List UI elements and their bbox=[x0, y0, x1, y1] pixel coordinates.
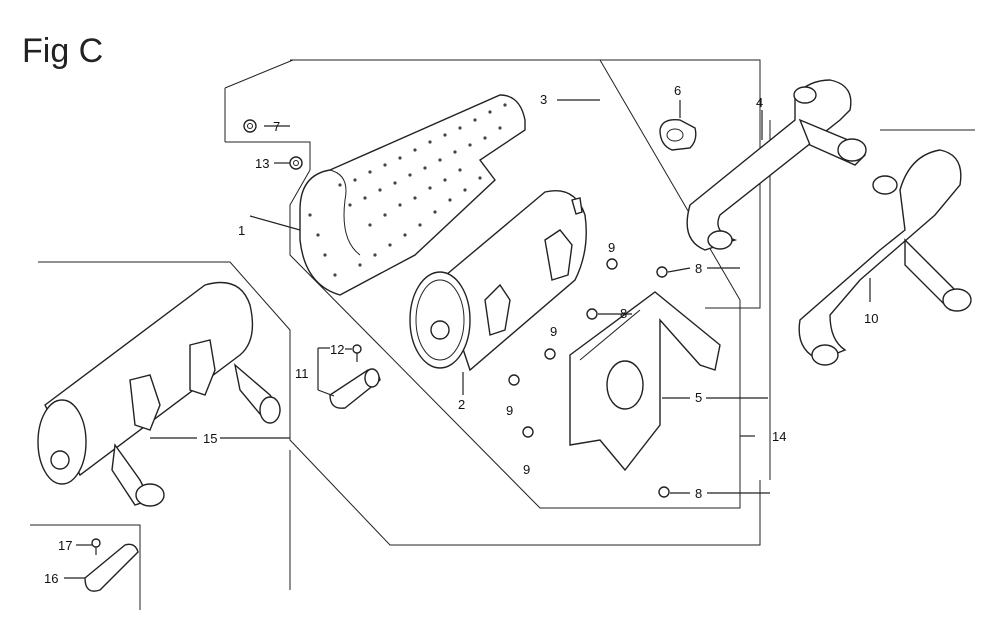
callout-9-a: 9 bbox=[608, 240, 615, 255]
callout-13: 13 bbox=[255, 156, 269, 171]
callout-15: 15 bbox=[203, 431, 217, 446]
callout-4: 4 bbox=[756, 95, 763, 110]
callout-16: 16 bbox=[44, 571, 58, 586]
muffler-part-15 bbox=[37, 281, 281, 507]
callout-2: 2 bbox=[458, 397, 465, 412]
clamp-part-6 bbox=[659, 119, 697, 151]
spark-arrester-part-11 bbox=[329, 368, 381, 409]
heat-shield-part-3 bbox=[299, 94, 526, 296]
callout-9-b: 9 bbox=[550, 324, 557, 339]
callout-9-d: 9 bbox=[523, 462, 530, 477]
callout-8-bottom: 8 bbox=[695, 486, 702, 501]
leader-lines bbox=[64, 99, 871, 579]
callout-6: 6 bbox=[674, 83, 681, 98]
screw-part-12 bbox=[352, 344, 362, 362]
callout-1: 1 bbox=[238, 223, 245, 238]
callout-9-c: 9 bbox=[506, 403, 513, 418]
figure-title: Fig C bbox=[22, 32, 103, 70]
callout-3: 3 bbox=[540, 92, 547, 107]
screw-part-17 bbox=[91, 538, 101, 555]
callout-8-middle: 8 bbox=[620, 306, 627, 321]
exhaust-pipe-part-4 bbox=[686, 79, 867, 251]
callout-17: 17 bbox=[58, 538, 72, 553]
callout-14: 14 bbox=[772, 429, 786, 444]
callout-8-top: 8 bbox=[695, 261, 702, 276]
callout-12: 12 bbox=[330, 342, 344, 357]
bracket-part-5 bbox=[569, 291, 721, 472]
callout-7: 7 bbox=[273, 119, 280, 134]
muffler-part-2 bbox=[409, 190, 587, 372]
spark-arrester-part-16 bbox=[84, 543, 139, 592]
fasteners bbox=[243, 119, 670, 498]
callout-5: 5 bbox=[695, 390, 702, 405]
callout-11: 11 bbox=[295, 366, 309, 381]
exhaust-pipe-part-10 bbox=[798, 149, 972, 366]
callout-10: 10 bbox=[864, 311, 878, 326]
